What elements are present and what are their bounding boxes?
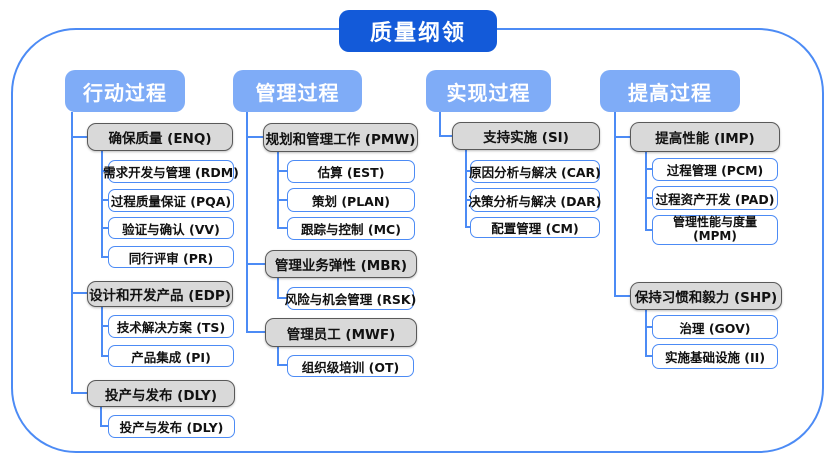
leaf-rdm: 需求开发与管理 (RDM) [103,160,239,183]
connector-line [101,307,103,357]
connector-line [465,170,470,172]
connector-line [101,325,108,327]
connector-line [246,331,265,333]
column-header-implementation-process: 实现过程 [426,70,551,112]
connector-line [101,355,108,357]
leaf-vv: 验证与确认 (VV) [108,217,234,239]
connector-line [277,278,279,299]
connector-line [101,151,103,257]
leaf-pcm: 过程管理 (PCM) [652,158,778,181]
connector-line [71,292,87,294]
leaf-car: 原因分析与解决 (CAR) [469,160,601,183]
leaf-pqa: 过程质量保证 (PQA) [108,189,234,212]
connector-line [645,152,647,230]
column-header-management-process: 管理过程 [233,70,362,112]
leaf-mc: 跟踪与控制 (MC) [287,217,415,240]
group-imp: 提高性能 (IMP) [630,122,780,152]
connector-line [101,227,108,229]
leaf-pi: 产品集成 (PI) [108,345,234,367]
leaf-mpm: 管理性能与度量 (MPM) [652,215,778,245]
connector-line [246,112,248,332]
connector-line [439,135,452,137]
leaf-dar: 决策分析与解决 (DAR) [469,188,601,212]
group-edp: 设计和开发产品 (EDP) [87,281,233,307]
connector-line [439,112,441,137]
connector-line [277,170,287,172]
group-pmw: 规划和管理工作 (PMW) [263,123,418,152]
connector-line [277,297,287,299]
connector-line [277,347,279,366]
connector-line [465,150,467,228]
leaf-dly: 投产与发布 (DLY) [108,415,235,438]
connector-line [465,226,470,228]
group-mwf: 管理员工 (MWF) [265,318,417,347]
connector-line [614,136,630,138]
connector-line [645,310,647,357]
connector-line [246,136,263,138]
connector-line [614,295,630,297]
connector-line [645,229,652,231]
leaf-est: 估算 (EST) [287,160,415,183]
leaf-pad: 过程资产开发 (PAD) [652,186,778,210]
group-enq: 确保质量 (ENQ) [87,123,233,151]
connector-line [101,256,108,258]
diagram-title: 质量纲领 [339,10,497,52]
leaf-ii: 实施基础设施 (II) [652,344,778,369]
connector-line [277,199,287,201]
leaf-ts: 技术解决方案 (TS) [108,315,234,338]
connector-line [645,355,652,357]
group-dly: 投产与发布 (DLY) [87,380,235,407]
connector-line [277,227,287,229]
connector-line [277,152,279,229]
connector-line [100,407,102,427]
connector-line [71,392,87,394]
group-si: 支持实施 (SI) [452,122,600,150]
connector-line [101,170,108,172]
connector-line [100,425,108,427]
column-header-action-process: 行动过程 [65,70,185,112]
connector-line [71,136,87,138]
leaf-ot: 组织级培训 (OT) [287,355,414,377]
leaf-gov: 治理 (GOV) [652,315,778,339]
leaf-plan: 策划 (PLAN) [287,188,415,212]
connector-line [101,199,108,201]
connector-line [71,112,73,393]
connector-line [465,199,470,201]
connector-line [645,326,652,328]
connector-line [246,263,265,265]
group-mbr: 管理业务弹性 (MBR) [265,250,417,278]
column-header-improvement-process: 提高过程 [600,70,740,112]
leaf-pr: 同行评审 (PR) [108,246,234,268]
group-shp: 保持习惯和毅力 (SHP) [630,282,782,310]
connector-line [277,364,287,366]
connector-line [645,197,652,199]
connector-line [645,168,652,170]
connector-line [614,112,616,296]
leaf-rsk: 风险与机会管理 (RSK) [285,287,416,310]
leaf-cm: 配置管理 (CM) [470,217,600,238]
